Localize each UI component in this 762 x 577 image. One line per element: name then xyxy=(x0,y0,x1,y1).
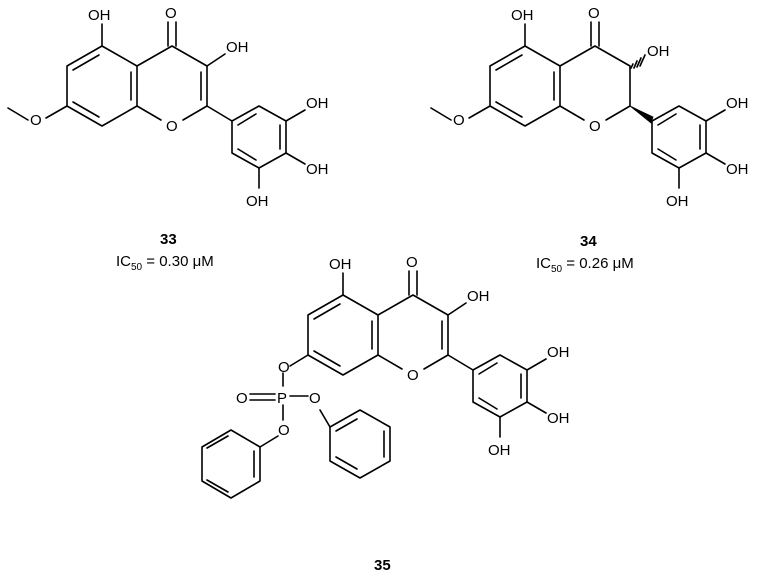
oh-bond xyxy=(705,152,726,165)
compound-number: 34 xyxy=(580,233,597,250)
ester-bond xyxy=(289,354,309,367)
ring-a-33 xyxy=(66,45,138,127)
double-bond xyxy=(237,113,257,126)
ring-a-35 xyxy=(307,294,379,376)
double-bond xyxy=(478,362,498,375)
oh-bond xyxy=(526,358,547,371)
atom-label: O xyxy=(30,112,42,129)
atom-label: OH xyxy=(547,410,570,427)
atom-label: O xyxy=(588,5,600,22)
atom-label: O xyxy=(406,254,418,271)
atom-label: O xyxy=(453,112,465,129)
aryl-link xyxy=(206,105,233,122)
o-aryl-bond xyxy=(319,409,331,428)
hashed-bond xyxy=(630,54,646,69)
double-bond xyxy=(313,350,341,367)
atom-label: OH xyxy=(511,7,534,24)
atom-label: OH xyxy=(726,161,749,178)
atom-label: O xyxy=(309,390,321,407)
oh-bond xyxy=(447,302,467,316)
oh-bond xyxy=(206,53,226,67)
double-bond xyxy=(657,148,677,161)
atom-label: OH xyxy=(246,193,269,210)
atom-label: OH xyxy=(226,39,249,56)
ome-bond xyxy=(468,105,491,119)
oh-bond xyxy=(705,109,726,122)
atom-label: O xyxy=(278,422,290,439)
wedge-bond xyxy=(629,105,654,124)
phenyl-right xyxy=(329,409,391,479)
double-bond xyxy=(72,54,100,71)
atom-label: OH xyxy=(329,256,352,273)
ring-c-bond xyxy=(559,105,585,121)
ring-b-34 xyxy=(651,105,707,169)
atom-label: OH xyxy=(306,95,329,112)
double-bond xyxy=(657,113,677,126)
ic50-label: IC50 = 0.30 μM xyxy=(116,253,214,273)
double-bond xyxy=(72,101,100,118)
double-bond xyxy=(313,303,341,320)
atom-label: OH xyxy=(726,95,749,112)
oh-bond xyxy=(285,109,306,122)
atom-label: O xyxy=(165,5,177,22)
methyl-bond xyxy=(430,107,452,121)
structure-33: OH O OH O O OH OH OH 33 IC50 = 0.30 μM xyxy=(7,5,329,273)
ome-bond xyxy=(45,105,68,119)
o-aryl-bond xyxy=(259,435,279,448)
oh-bond xyxy=(526,401,547,414)
ring-c-bond xyxy=(136,105,162,121)
atom-label: O xyxy=(236,390,248,407)
ring-c-bond xyxy=(377,354,403,370)
ring-c-33 xyxy=(136,45,208,121)
aryl-link xyxy=(447,354,474,371)
double-bond xyxy=(495,101,523,118)
ring-c-34 xyxy=(559,45,631,121)
ic50-label: IC50 = 0.26 μM xyxy=(536,255,634,275)
atom-label: OH xyxy=(666,193,689,210)
phenyl-left xyxy=(201,429,261,499)
structure-35: OH O OH O O P O O O OH OH OH 35 xyxy=(201,254,570,574)
ring-b-35 xyxy=(472,354,528,418)
ring-c-35 xyxy=(377,294,449,370)
atom-label: O xyxy=(589,118,601,135)
double-bond xyxy=(206,479,229,493)
atom-label: OH xyxy=(88,7,111,24)
double-bond xyxy=(206,435,229,449)
atom-label: OH xyxy=(647,43,670,60)
compound-number: 35 xyxy=(374,557,391,574)
ring-a-34 xyxy=(489,45,561,127)
atom-label: O xyxy=(278,359,290,376)
methyl-bond xyxy=(7,107,29,121)
atom-label: OH xyxy=(488,442,511,459)
oh-bond xyxy=(285,152,306,165)
atom-label: O xyxy=(166,118,178,135)
double-bond xyxy=(237,148,257,161)
atom-label: OH xyxy=(306,161,329,178)
compound-number: 33 xyxy=(160,231,177,248)
structure-34: OH O OH O O OH OH OH 34 IC50 = 0.26 μM xyxy=(430,5,749,275)
double-bond xyxy=(495,54,523,71)
atom-label: P xyxy=(277,390,287,407)
atom-label: O xyxy=(407,367,419,384)
ring-b-33 xyxy=(231,105,287,169)
double-bond xyxy=(335,418,358,432)
double-bond xyxy=(335,456,358,470)
atom-label: OH xyxy=(547,344,570,361)
atom-label: OH xyxy=(467,288,490,305)
double-bond xyxy=(478,397,498,410)
